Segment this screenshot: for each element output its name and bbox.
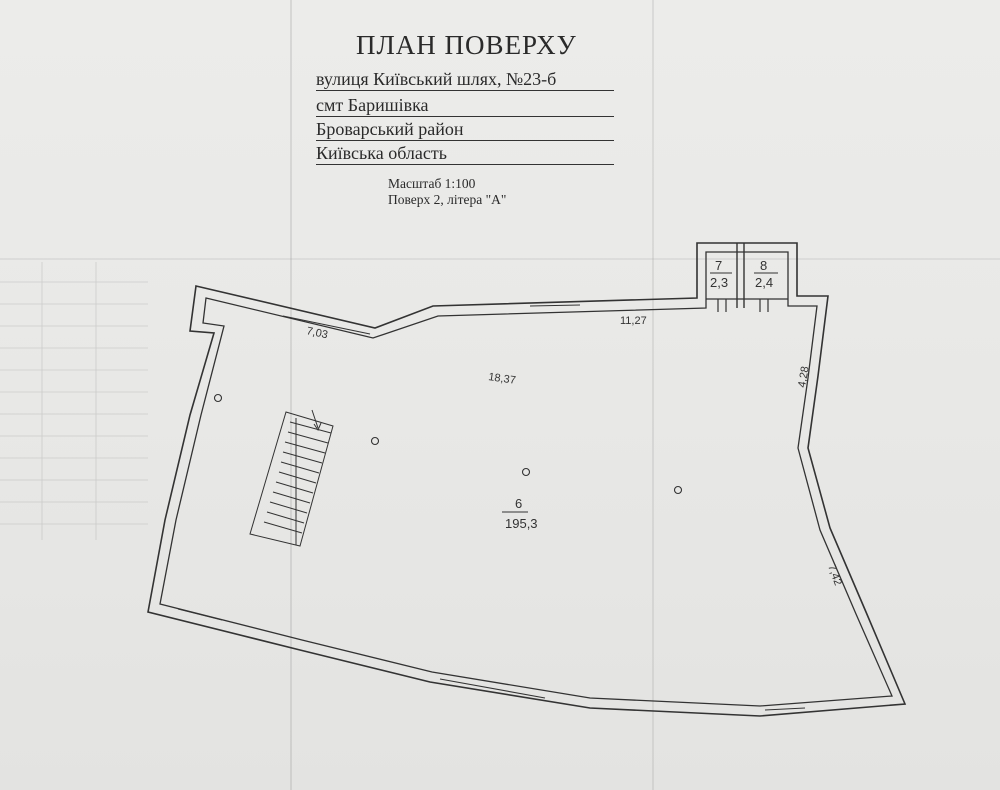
paper-fold bbox=[652, 0, 654, 790]
room-7-area: 2,3 bbox=[710, 275, 728, 290]
dim-top-right: 11,27 bbox=[620, 315, 647, 327]
windows bbox=[177, 304, 806, 711]
floor-label: Поверх 2, літера "А" bbox=[388, 192, 507, 207]
dim-inner-top: 18,37 bbox=[488, 371, 517, 387]
room-6-number: 6 bbox=[515, 496, 522, 511]
bleed-through-table bbox=[0, 262, 148, 540]
address-district: Броварський район bbox=[316, 118, 614, 141]
room-8-area: 2,4 bbox=[755, 275, 773, 290]
columns bbox=[213, 393, 683, 495]
page-title: ПЛАН ПОВЕРХУ bbox=[356, 30, 577, 60]
dim-top-left: 7,03 bbox=[305, 325, 328, 341]
paper-fold bbox=[0, 258, 1000, 260]
dim-right-upper: 4,28 bbox=[796, 365, 812, 388]
staircase bbox=[249, 409, 334, 547]
address-street: вулиця Київський шлях, №23-б bbox=[316, 68, 614, 91]
paper-fold bbox=[290, 0, 292, 790]
room-7-number: 7 bbox=[715, 258, 722, 273]
room-6-area: 195,3 bbox=[505, 516, 538, 531]
inner-wall bbox=[159, 251, 893, 707]
scale-label: Масштаб 1:100 bbox=[388, 176, 476, 191]
outer-wall bbox=[147, 242, 907, 717]
dim-right-lower: 7,42 bbox=[825, 563, 844, 587]
room-8-number: 8 bbox=[760, 258, 767, 273]
address-region: Київська область bbox=[316, 142, 614, 165]
address-town: смт Баришівка bbox=[316, 94, 614, 117]
